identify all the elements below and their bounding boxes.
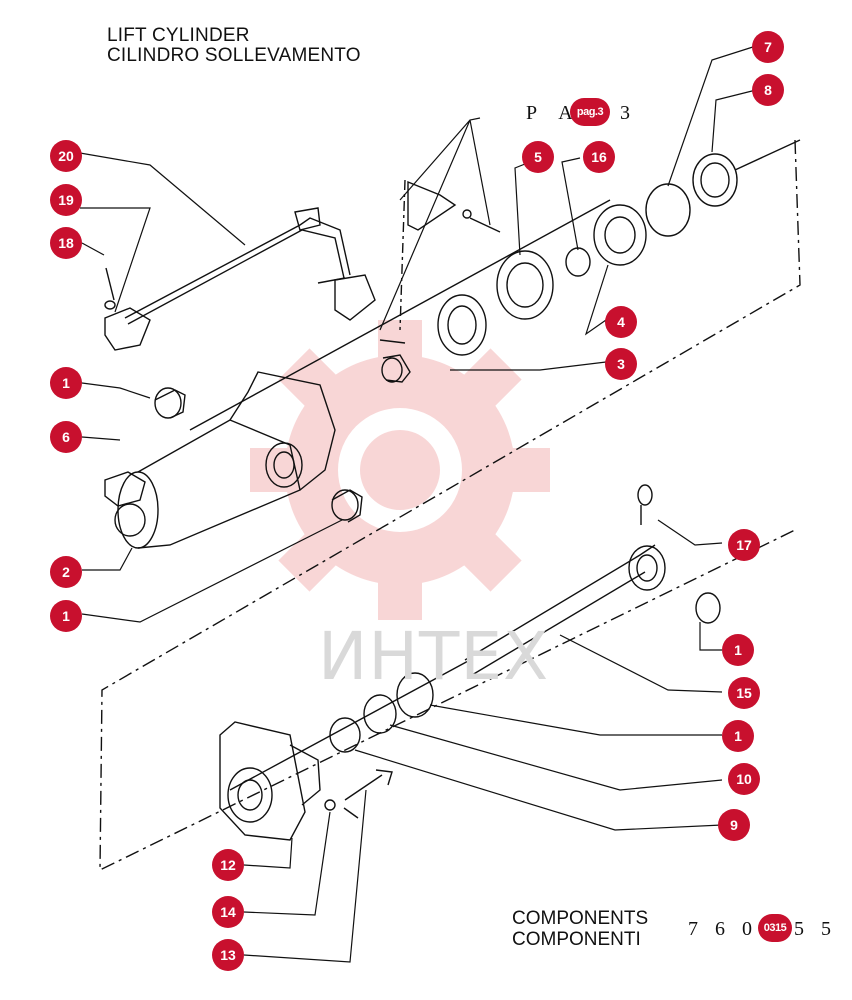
callout-1c[interactable]: 1: [722, 634, 754, 666]
callout-16[interactable]: 16: [583, 141, 615, 173]
callout-7[interactable]: 7: [752, 31, 784, 63]
callout-20[interactable]: 20: [50, 140, 82, 172]
frame-line: [99, 139, 801, 872]
lift-cylinder-body: [104, 371, 336, 549]
leader-lines: [79, 45, 757, 963]
title-italian: CILINDRO SOLLEVAMENTO: [107, 45, 361, 66]
page-reference: P A: [526, 102, 582, 125]
title-english: LIFT CYLINDER: [107, 25, 250, 46]
callout-3[interactable]: 3: [605, 348, 637, 380]
callout-6[interactable]: 6: [50, 421, 82, 453]
piston-rod: [464, 484, 721, 676]
page-code: 7 6 0: [688, 918, 758, 941]
page-title: LIFT CYLINDER CILINDRO SOLLEVAMENTO: [107, 26, 361, 66]
callout-17[interactable]: 17: [728, 529, 760, 561]
callout-15[interactable]: 15: [728, 677, 760, 709]
callout-4[interactable]: 4: [605, 306, 637, 338]
callout-12[interactable]: 12: [212, 849, 244, 881]
callout-1b[interactable]: 1: [50, 600, 82, 632]
hydraulic-pipe: [104, 207, 376, 351]
callout-1d[interactable]: 1: [722, 720, 754, 752]
callout-19[interactable]: 19: [50, 184, 82, 216]
footer-label-italian: COMPONENTI: [512, 929, 641, 950]
callout-10[interactable]: 10: [728, 763, 760, 795]
callout-2[interactable]: 2: [50, 556, 82, 588]
page-code-suffix: 5 5: [794, 918, 837, 940]
callout-18[interactable]: 18: [50, 227, 82, 259]
callout-8[interactable]: 8: [752, 74, 784, 106]
page-reference-badge[interactable]: pag.3: [570, 98, 610, 126]
footer-label-english: COMPONENTS: [512, 908, 649, 929]
page-reference-suffix: 3: [620, 102, 639, 124]
callout-1a[interactable]: 1: [50, 367, 82, 399]
footer-label: COMPONENTS COMPONENTI: [512, 908, 648, 950]
page-reference-prefix: P A: [526, 102, 582, 124]
page-code-badge[interactable]: 0315: [758, 914, 792, 942]
callout-5[interactable]: 5: [522, 141, 554, 173]
callout-14[interactable]: 14: [212, 896, 244, 928]
end-cap: [219, 721, 321, 841]
watermark-text: ИНТЕХ: [318, 618, 550, 695]
page-code-prefix: 7 6 0: [688, 918, 758, 940]
callout-9[interactable]: 9: [718, 809, 750, 841]
watermark-gear-icon: [250, 320, 550, 620]
callout-13[interactable]: 13: [212, 939, 244, 971]
